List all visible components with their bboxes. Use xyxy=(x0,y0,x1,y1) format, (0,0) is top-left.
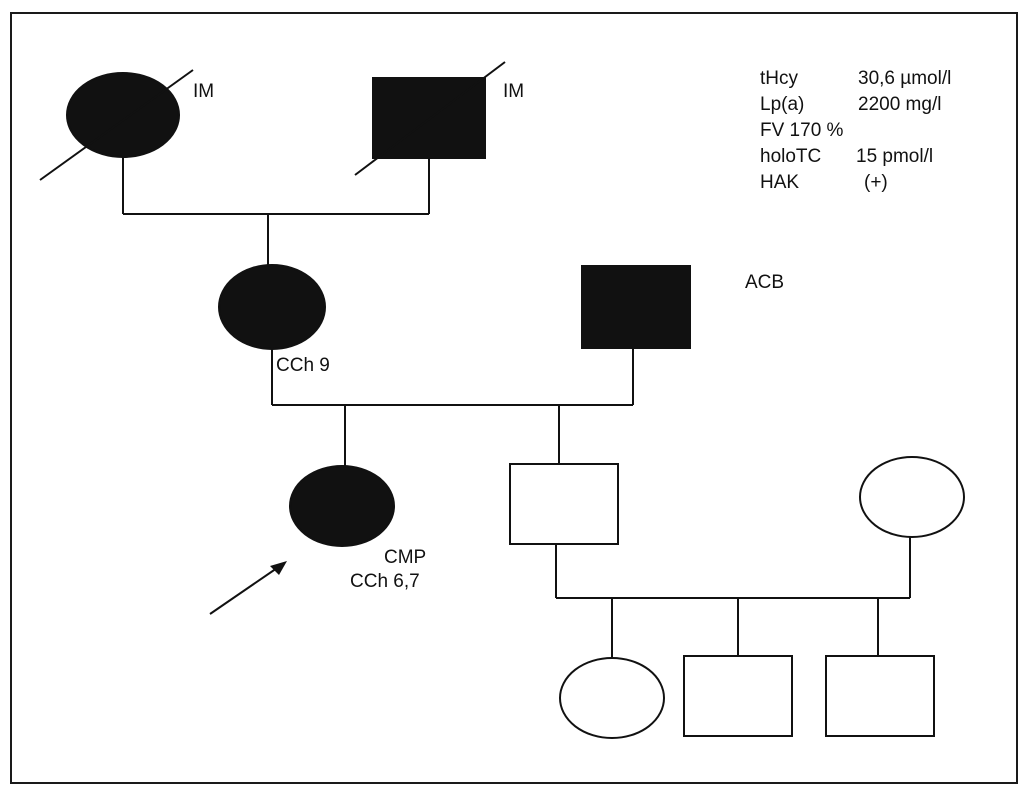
father-label: ACB xyxy=(745,272,785,293)
grandfather-deceased-slash xyxy=(354,61,506,176)
lab-key: tHcy xyxy=(760,68,798,89)
proband-arrow-shaft xyxy=(209,565,281,615)
lab-key: holoTC xyxy=(760,146,822,167)
grandmother-deceased-slash xyxy=(39,69,194,181)
lab-value: (+) xyxy=(864,172,888,193)
lab-key: HAK xyxy=(760,172,800,193)
proband-name-label: CMP xyxy=(384,547,427,568)
lab-value: 15 pmol/l xyxy=(856,146,934,167)
brother-node xyxy=(509,463,619,545)
lab-results-table: tHcy 30,6 µmol/l Lp(a) 2200 mg/l FV 170 … xyxy=(760,66,951,196)
lab-row: holoTC 15 pmol/l xyxy=(760,144,951,170)
proband-node xyxy=(289,465,395,547)
mother-label: CCh 9 xyxy=(276,355,330,376)
lab-value: 2200 mg/l xyxy=(858,94,942,115)
grandmother-label: IM xyxy=(193,81,215,102)
lab-row: HAK (+) xyxy=(760,170,951,196)
lab-key: FV 170 % xyxy=(760,120,844,141)
lab-row: Lp(a) 2200 mg/l xyxy=(760,92,951,118)
gen4-daughter-node xyxy=(559,657,665,739)
proband-arrow-head xyxy=(270,561,287,575)
grandfather-label: IM xyxy=(503,81,525,102)
gen4-son1-node xyxy=(683,655,793,737)
lab-key: Lp(a) xyxy=(760,94,805,115)
lab-row: tHcy 30,6 µmol/l xyxy=(760,66,951,92)
spouse-node xyxy=(859,456,965,538)
grandmother-node xyxy=(66,72,180,158)
lab-value: 30,6 µmol/l xyxy=(858,68,952,89)
gen4-son2-node xyxy=(825,655,935,737)
proband-note-label: CCh 6,7 xyxy=(350,571,420,592)
father-node xyxy=(581,265,691,349)
mother-node xyxy=(218,264,326,350)
lab-row: FV 170 % xyxy=(760,118,951,144)
